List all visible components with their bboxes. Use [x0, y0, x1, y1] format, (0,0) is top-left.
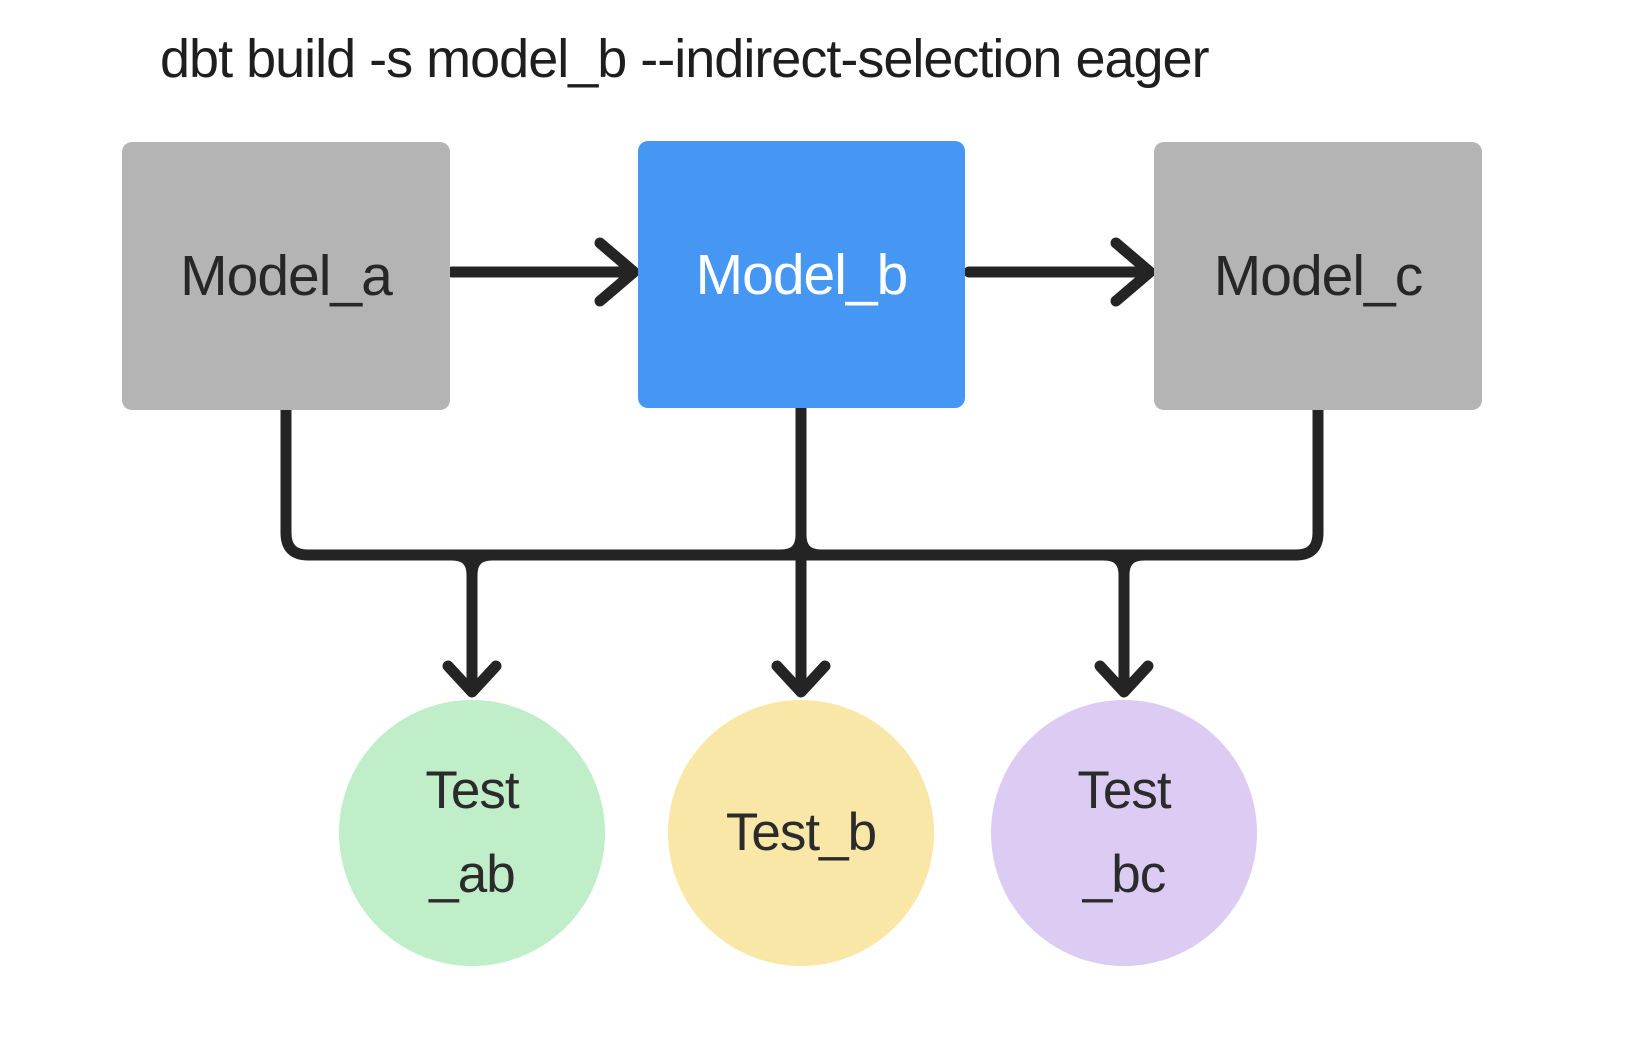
edge-bus-to-test-ab — [442, 549, 502, 698]
node-test-bc-label-line2: _bc — [1082, 845, 1166, 904]
arrowhead-right-icon — [594, 237, 640, 307]
node-model-b-label: Model_b — [695, 242, 909, 307]
node-test-bc-label-line1: Test — [1077, 761, 1171, 821]
edge-model-a-to-model-b — [446, 237, 640, 307]
node-model-a[interactable]: Model_a — [122, 142, 450, 410]
arrowhead-down-icon — [771, 660, 831, 698]
node-test-bc[interactable]: Test _bc — [991, 700, 1257, 966]
edge-model-b-to-test-b — [771, 402, 831, 698]
edge-bus-to-test-bc — [1094, 549, 1154, 698]
node-test-ab[interactable]: Test _ab — [339, 700, 605, 966]
node-test-ab-label-line1: Test — [425, 761, 519, 821]
edge-model-b-to-model-c — [963, 237, 1156, 307]
node-model-c[interactable]: Model_c — [1154, 142, 1482, 410]
node-model-c-label: Model_c — [1213, 244, 1423, 308]
node-model-a-label: Model_a — [180, 244, 393, 308]
node-model-b[interactable]: Model_b — [638, 141, 965, 408]
node-test-ab-label-line2: _ab — [429, 845, 515, 904]
arrowhead-down-icon — [1094, 660, 1154, 698]
node-test-b-label: Test_b — [725, 803, 877, 863]
arrowhead-right-icon — [1110, 237, 1156, 307]
arrowhead-down-icon — [442, 660, 502, 698]
diagram-title: dbt build -s model_b --indirect-selectio… — [160, 29, 1210, 89]
node-test-b[interactable]: Test_b — [668, 700, 934, 966]
